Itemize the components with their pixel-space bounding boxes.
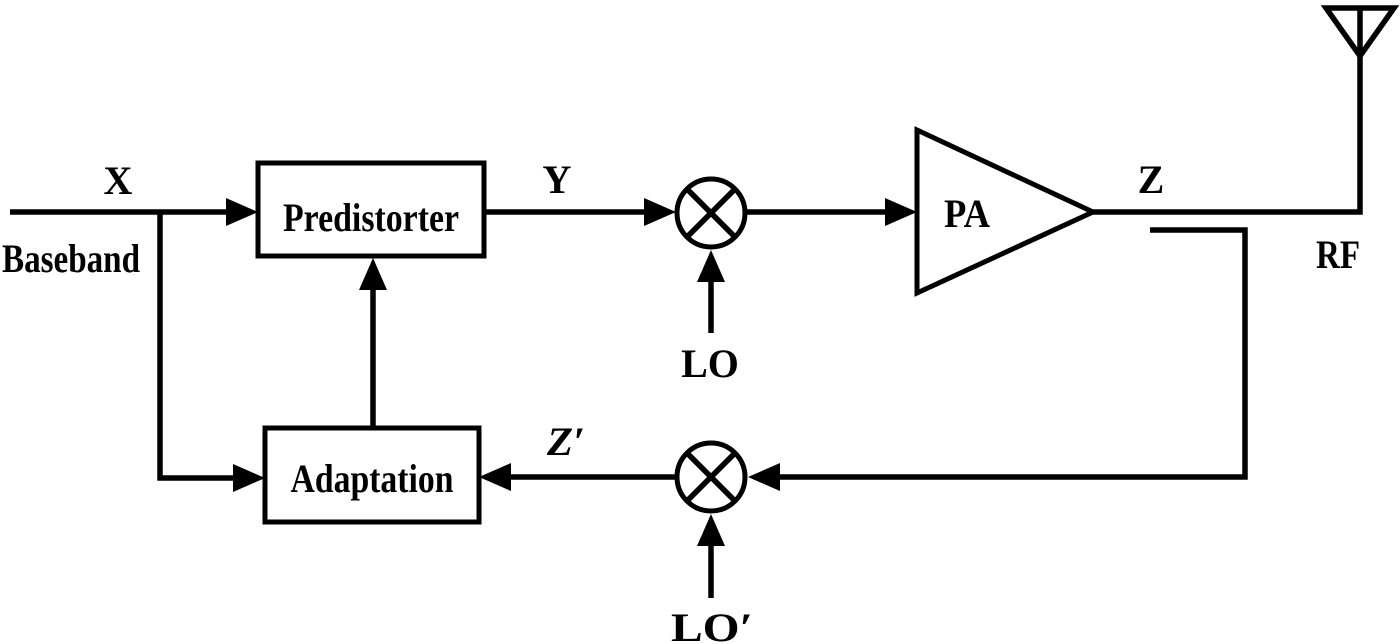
arrowhead-into-adaptation-right xyxy=(479,463,511,491)
label-predistorter: Predistorter xyxy=(283,195,459,240)
label-lo-prime: LO′ xyxy=(671,605,753,644)
arrowhead-into-mixer1 xyxy=(644,198,676,226)
mixer-downconverter-icon xyxy=(674,440,748,514)
predistorter-block xyxy=(255,160,487,259)
label-signal-z-prime: Z′ xyxy=(546,419,585,464)
arrowhead-into-predistorter xyxy=(226,198,258,226)
label-signal-y: Y xyxy=(543,157,572,202)
mixer2-cross-2 xyxy=(685,451,737,503)
antenna-icon xyxy=(1320,5,1400,61)
label-lo: LO xyxy=(681,341,739,386)
arrowhead-feedback-into-mixer2 xyxy=(748,463,780,491)
wire-pa-to-antenna xyxy=(1093,8,1363,215)
label-pa: PA xyxy=(944,191,990,236)
label-signal-z: Z xyxy=(1138,157,1165,202)
arrowhead-lo-prime-into-mixer2 xyxy=(697,514,725,546)
arrowhead-lo-into-mixer1 xyxy=(697,250,725,282)
arrowhead-into-pa xyxy=(885,198,917,226)
wire-input-branch-to-adaptation xyxy=(157,212,237,481)
power-amplifier-symbol xyxy=(914,126,1099,297)
wire-feedback-tap xyxy=(776,227,1248,480)
mixer-upconverter-icon xyxy=(674,176,748,250)
label-baseband: Baseband xyxy=(2,236,140,281)
arrowhead-into-adaptation-left xyxy=(233,464,265,492)
adaptation-block xyxy=(262,425,482,525)
label-adaptation: Adaptation xyxy=(291,456,454,501)
arrowhead-into-predistorter-bottom xyxy=(359,258,387,290)
mixer1-cross-2 xyxy=(685,187,737,239)
label-signal-x: X xyxy=(104,158,133,203)
label-rf: RF xyxy=(1316,232,1360,277)
